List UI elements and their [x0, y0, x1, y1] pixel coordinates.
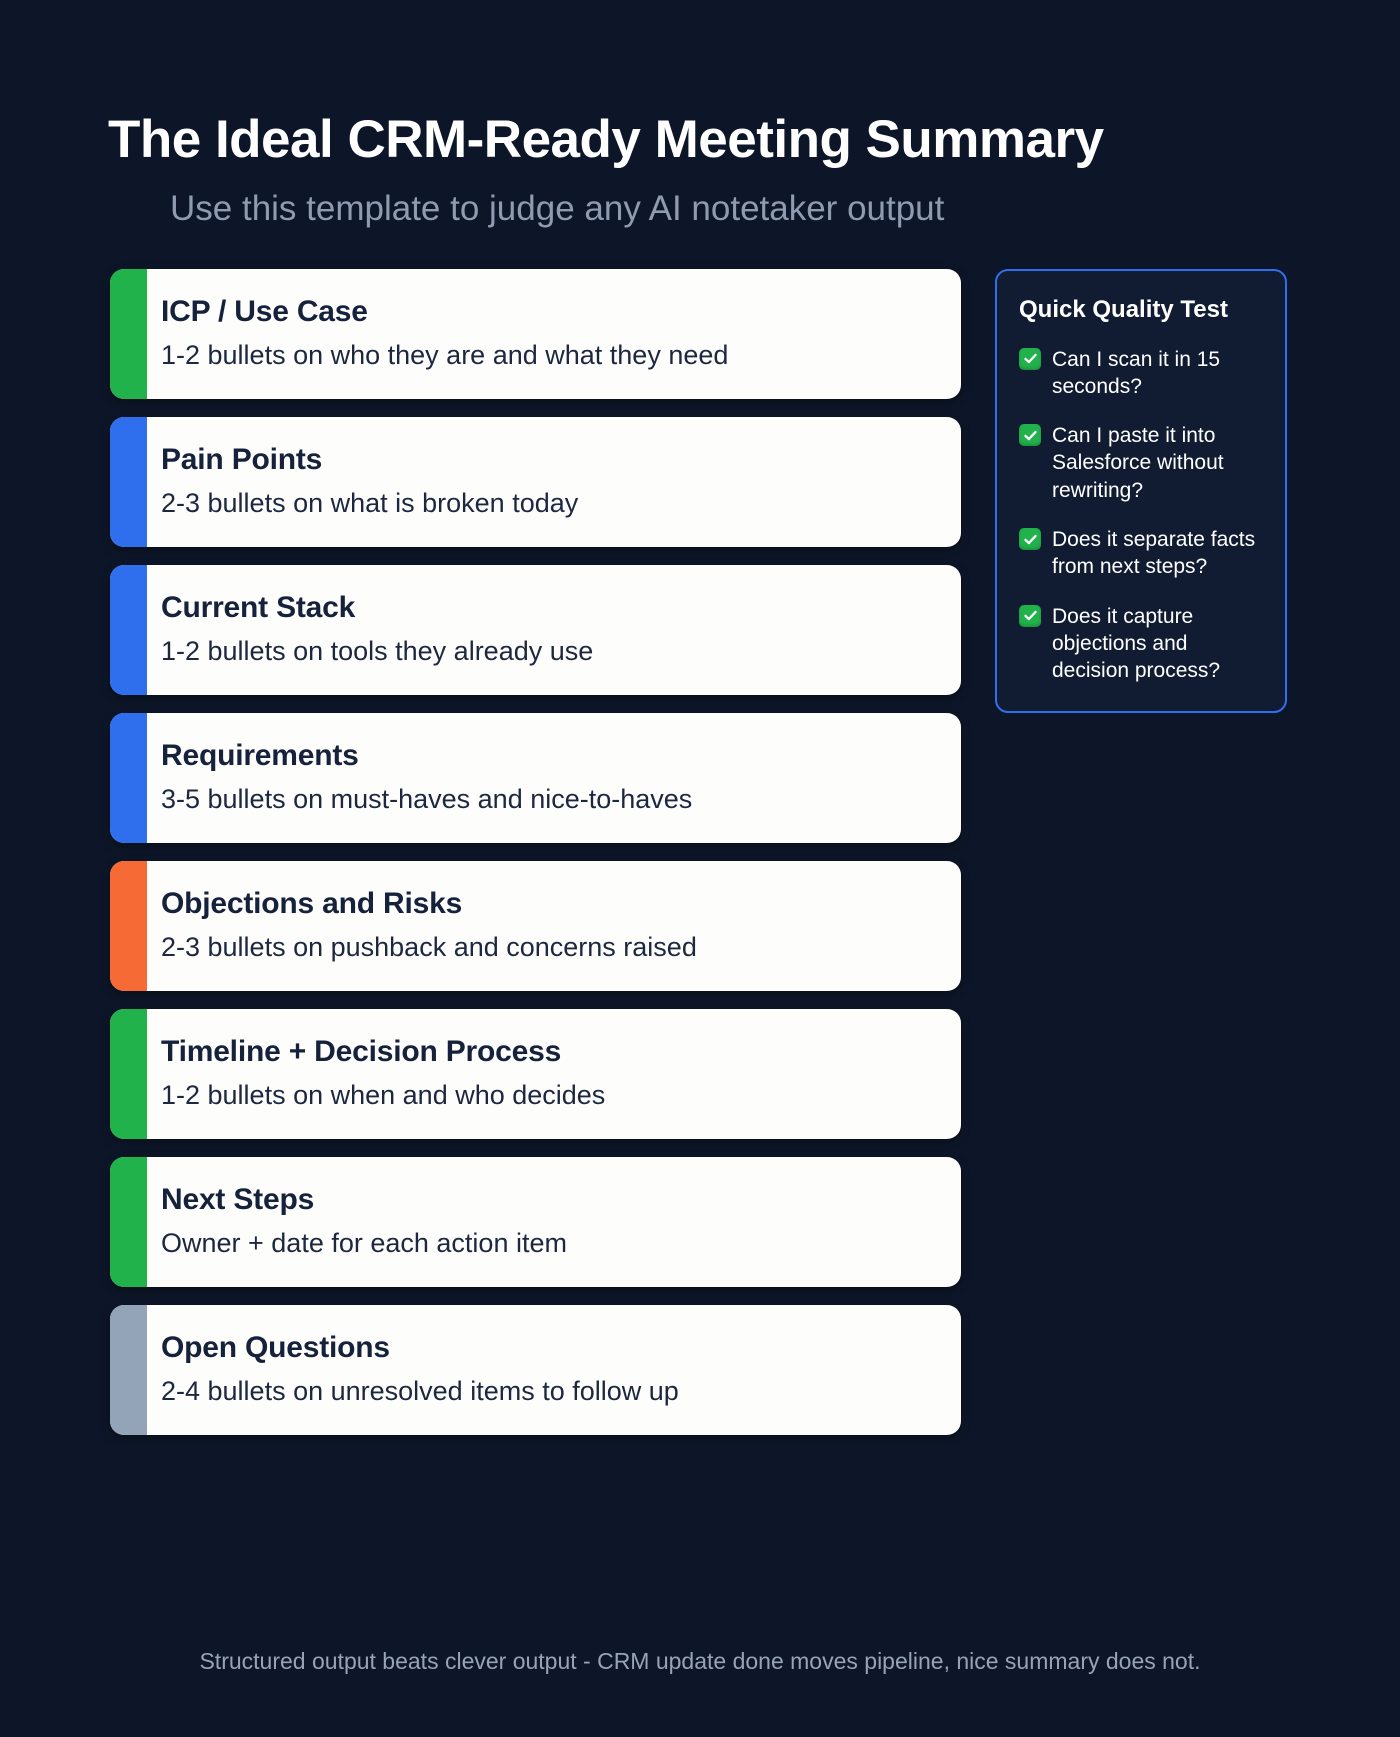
footer-note: Structured output beats clever output - … — [199, 1648, 1201, 1674]
section-title: Current Stack — [161, 591, 356, 625]
checklist-item[interactable]: Does it separate facts from next steps? — [1019, 526, 1265, 581]
checklist-item-label: Can I paste it into Salesforce without r… — [1052, 424, 1224, 502]
summary-section-card: Requirements 3-5 bullets on must-haves a… — [110, 713, 961, 844]
accent-bar — [110, 861, 147, 992]
accent-bar — [110, 565, 147, 696]
summary-section-card: Open Questions 2-4 bullets on unresolved… — [110, 1305, 961, 1436]
accent-bar — [110, 417, 147, 548]
section-title: Requirements — [161, 739, 359, 773]
quality-checklist: Can I scan it in 15 seconds? Can I paste… — [1019, 346, 1265, 685]
checkmark-icon — [1019, 347, 1041, 370]
checklist-item-label: Does it separate facts from next steps? — [1052, 528, 1256, 579]
summary-section-card: Timeline + Decision Process 1-2 bullets … — [110, 1009, 961, 1140]
checklist-item-label: Can I scan it in 15 seconds? — [1052, 347, 1221, 398]
section-title: Open Questions — [161, 1331, 390, 1365]
checkmark-icon — [1019, 424, 1041, 447]
section-description: Owner + date for each action item — [161, 1227, 567, 1258]
summary-sections-list: ICP / Use Case 1-2 bullets on who they a… — [110, 269, 961, 1436]
header: The Ideal CRM-Ready Meeting Summary Use … — [0, 0, 1400, 228]
accent-bar — [110, 1009, 147, 1140]
main-content: ICP / Use Case 1-2 bullets on who they a… — [0, 228, 1400, 1436]
summary-section-card: Next Steps Owner + date for each action … — [110, 1157, 961, 1288]
checklist-item[interactable]: Can I paste it into Salesforce without r… — [1019, 422, 1265, 504]
checklist-item[interactable]: Does it capture objections and decision … — [1019, 603, 1265, 685]
section-description: 2-3 bullets on what is broken today — [161, 487, 579, 518]
summary-section-card: Pain Points 2-3 bullets on what is broke… — [110, 417, 961, 548]
page-title: The Ideal CRM-Ready Meeting Summary — [108, 110, 1104, 169]
section-description: 3-5 bullets on must-haves and nice-to-ha… — [161, 783, 693, 814]
accent-bar — [110, 713, 147, 844]
section-title: Pain Points — [161, 443, 323, 477]
accent-bar — [110, 1157, 147, 1288]
checkmark-icon — [1019, 604, 1041, 627]
section-description: 1-2 bullets on who they are and what the… — [161, 339, 729, 370]
section-title: Objections and Risks — [161, 887, 463, 921]
page-subtitle: Use this template to judge any AI noteta… — [170, 188, 945, 228]
summary-section-card: Current Stack 1-2 bullets on tools they … — [110, 565, 961, 696]
section-description: 2-3 bullets on pushback and concerns rai… — [161, 931, 697, 962]
summary-section-card: ICP / Use Case 1-2 bullets on who they a… — [110, 269, 961, 400]
checklist-item-label: Does it capture objections and decision … — [1052, 604, 1221, 683]
section-title: Timeline + Decision Process — [161, 1035, 562, 1069]
quick-quality-test-panel: Quick Quality Test Can I scan it in 15 s… — [995, 269, 1287, 713]
accent-bar — [110, 269, 147, 400]
section-title: ICP / Use Case — [161, 295, 368, 329]
section-title: Next Steps — [161, 1183, 315, 1217]
section-description: 2-4 bullets on unresolved items to follo… — [161, 1375, 679, 1406]
quality-panel-column: Quick Quality Test Can I scan it in 15 s… — [995, 269, 1287, 713]
quality-panel-title: Quick Quality Test — [1019, 296, 1228, 324]
section-description: 1-2 bullets on when and who decides — [161, 1079, 606, 1110]
checklist-item[interactable]: Can I scan it in 15 seconds? — [1019, 346, 1265, 401]
checkmark-icon — [1019, 528, 1041, 551]
accent-bar — [110, 1305, 147, 1436]
section-description: 1-2 bullets on tools they already use — [161, 635, 594, 666]
summary-section-card: Objections and Risks 2-3 bullets on push… — [110, 861, 961, 992]
